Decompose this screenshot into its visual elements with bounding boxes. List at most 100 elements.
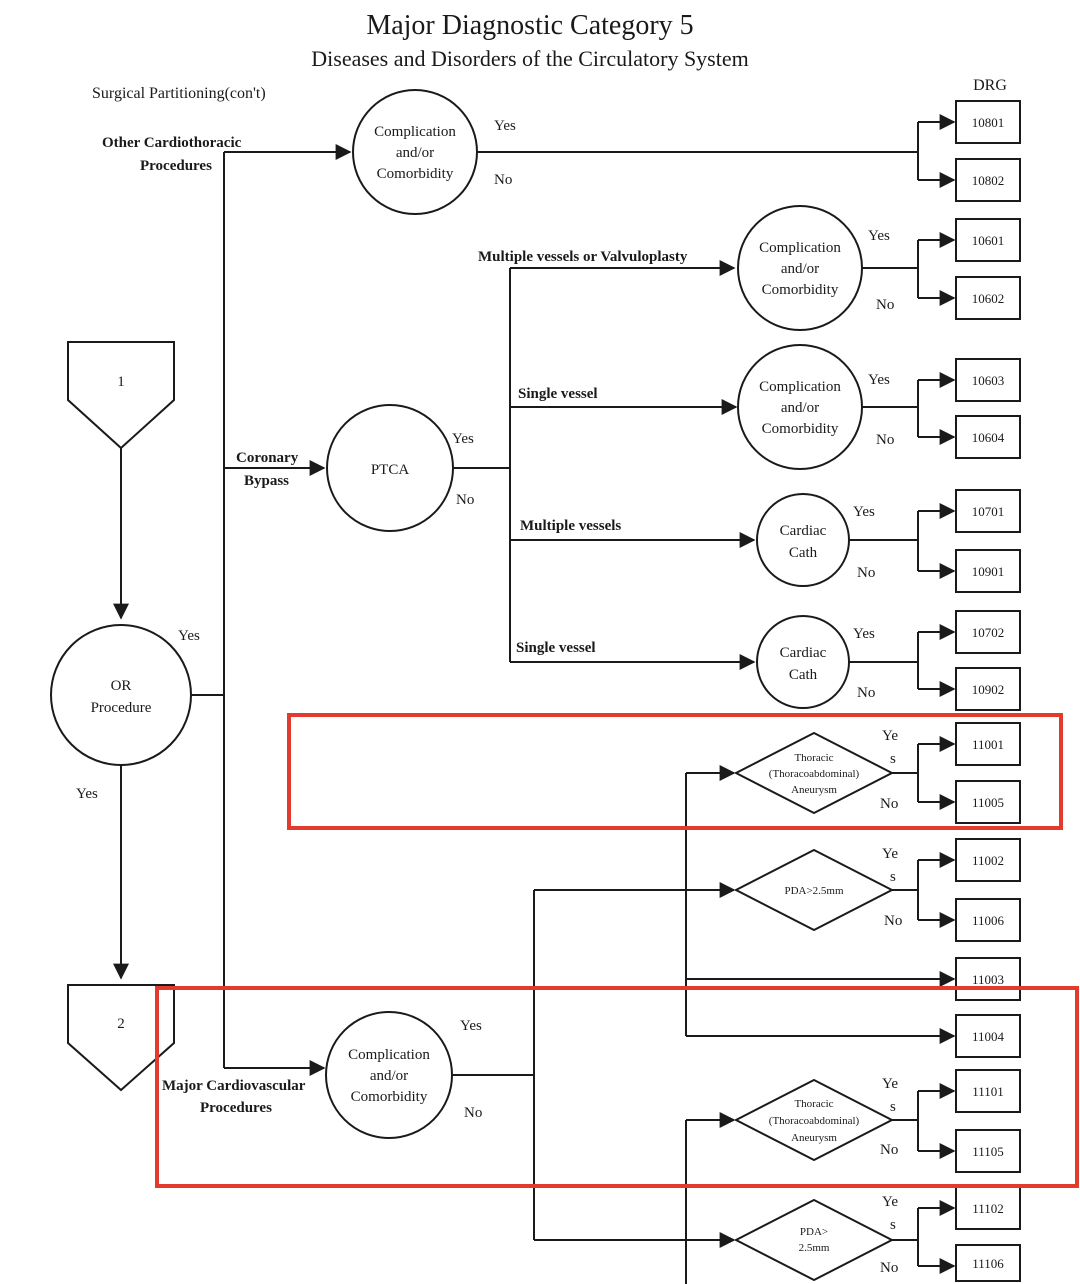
branch-multi-valvulo: Multiple vessels or Valvuloplasty xyxy=(478,249,688,265)
cc-node-major-line3: Comorbidity xyxy=(351,1089,428,1105)
drg-box-10801 xyxy=(955,100,1021,144)
branch-other-cardio-1: Other Cardiothoracic xyxy=(102,135,242,151)
branch-single-vessel-cc: Single vessel xyxy=(518,386,598,402)
drg-box-11105 xyxy=(955,1129,1021,1173)
drg-box-10902 xyxy=(955,667,1021,711)
cath-node-single-line1: Cardiac xyxy=(780,645,827,661)
drg-box-10802 xyxy=(955,158,1021,202)
pda-cc-yes-2: s xyxy=(890,869,896,885)
page-subtitle: Diseases and Disorders of the Circulator… xyxy=(311,46,748,71)
drg-11006: 11006 xyxy=(972,913,1005,928)
ptca-no: No xyxy=(456,492,474,508)
drg-11003: 11003 xyxy=(972,972,1004,987)
branch-other-cardio-2: Procedures xyxy=(140,158,212,174)
drg-10602: 10602 xyxy=(972,291,1005,306)
page-title: Major Diagnostic Category 5 xyxy=(366,10,693,41)
drg-10702: 10702 xyxy=(972,625,1005,640)
thoracic-cc-no: No xyxy=(880,796,898,812)
single-no: No xyxy=(876,432,894,448)
thoracic-nocc-no: No xyxy=(880,1142,898,1158)
or-yes-down-label: Yes xyxy=(76,786,98,802)
drg-header: DRG xyxy=(973,77,1007,94)
branch-coronary-1: Coronary xyxy=(236,450,299,466)
cath-node-multiple xyxy=(756,493,850,587)
cath-node-multiple-line1: Cardiac xyxy=(780,523,827,539)
thoracic-cc-line1: Thoracic xyxy=(794,752,833,764)
cath-single-no: No xyxy=(857,685,875,701)
drg-box-10604 xyxy=(955,415,1021,459)
connector-2 xyxy=(67,984,175,1092)
cath-node-multiple-line2: Cath xyxy=(789,545,818,561)
drg-box-11106 xyxy=(955,1244,1021,1282)
drg-10603: 10603 xyxy=(972,373,1005,388)
section-label: Surgical Partitioning(con't) xyxy=(92,85,266,102)
valvulo-yes: Yes xyxy=(868,228,890,244)
cc-node-major-line1: Complication xyxy=(348,1047,430,1063)
connector-1-label: 1 xyxy=(117,374,125,390)
or-procedure-node xyxy=(50,624,192,766)
drg-box-11102 xyxy=(955,1186,1021,1230)
other-cardio-yes: Yes xyxy=(494,118,516,134)
pda-nocc-yes-1: Ye xyxy=(882,1194,898,1210)
highlight-box-major-cardio xyxy=(155,986,1079,1188)
drg-box-10603 xyxy=(955,358,1021,402)
major-yes: Yes xyxy=(460,1018,482,1034)
pda-diamond-cc xyxy=(733,848,895,932)
highlight-box-thoracic-cc xyxy=(287,713,1063,830)
drg-box-11004 xyxy=(955,1014,1021,1058)
cath-multiple-no: No xyxy=(857,565,875,581)
cath-node-single xyxy=(756,615,850,709)
cath-single-yes: Yes xyxy=(853,626,875,642)
thoracic-aneurysm-diamond-nocc xyxy=(733,1078,895,1162)
drg-10901: 10901 xyxy=(972,564,1005,579)
valvulo-no: No xyxy=(876,297,894,313)
single-yes: Yes xyxy=(868,372,890,388)
drg-10601: 10601 xyxy=(972,233,1005,248)
drg-box-10702 xyxy=(955,610,1021,654)
thoracic-cc-yes-1: Ye xyxy=(882,728,898,744)
drg-11004: 11004 xyxy=(972,1029,1005,1044)
branch-multiple-vessels: Multiple vessels xyxy=(520,518,621,534)
pda-cc-no: No xyxy=(884,913,902,929)
drg-box-11101 xyxy=(955,1069,1021,1113)
drg-box-10602 xyxy=(955,276,1021,320)
pda-nocc-line1: PDA> xyxy=(800,1226,828,1238)
cc-node-single-line1: Complication xyxy=(759,379,841,395)
connector-1 xyxy=(67,341,175,450)
cc-node-major-line2: and/or xyxy=(370,1068,408,1084)
or-procedure-line2: Procedure xyxy=(91,700,152,716)
pda-nocc-no: No xyxy=(880,1260,898,1276)
drg-11105: 11105 xyxy=(972,1144,1004,1159)
cc-node-other-cardio-line2: and/or xyxy=(396,145,434,161)
pda-diamond-nocc xyxy=(733,1198,895,1282)
branch-major-cardio-2: Procedures xyxy=(200,1100,272,1116)
ptca-yes: Yes xyxy=(452,431,474,447)
other-cardio-no: No xyxy=(494,172,512,188)
drg-10802: 10802 xyxy=(972,173,1005,188)
pda-cc-label: PDA>2.5mm xyxy=(784,885,844,897)
drg-box-11003 xyxy=(955,957,1021,1001)
cc-node-single-line2: and/or xyxy=(781,400,819,416)
drg-11101: 11101 xyxy=(972,1084,1004,1099)
ptca-label: PTCA xyxy=(371,462,410,478)
thoracic-nocc-line3: Aneurysm xyxy=(791,1132,837,1144)
drg-box-11002 xyxy=(955,838,1021,882)
drg-11002: 11002 xyxy=(972,853,1004,868)
drg-10902: 10902 xyxy=(972,682,1005,697)
thoracic-nocc-yes-1: Ye xyxy=(882,1076,898,1092)
thoracic-aneurysm-diamond-cc xyxy=(733,731,895,815)
drg-box-11005 xyxy=(955,780,1021,824)
connector-2-label: 2 xyxy=(117,1016,125,1032)
cc-node-other-cardio-line3: Comorbidity xyxy=(377,166,454,182)
drg-box-10701 xyxy=(955,489,1021,533)
cc-node-other-cardio-line1: Complication xyxy=(374,124,456,140)
thoracic-nocc-line2: (Thoracoabdominal) xyxy=(769,1115,860,1127)
thoracic-cc-line3: Aneurysm xyxy=(791,784,837,796)
branch-single-vessel-cath: Single vessel xyxy=(516,640,596,656)
branch-coronary-2: Bypass xyxy=(244,473,289,489)
drg-box-11001 xyxy=(955,722,1021,766)
thoracic-cc-yes-2: s xyxy=(890,751,896,767)
cc-node-single-line3: Comorbidity xyxy=(762,421,839,437)
